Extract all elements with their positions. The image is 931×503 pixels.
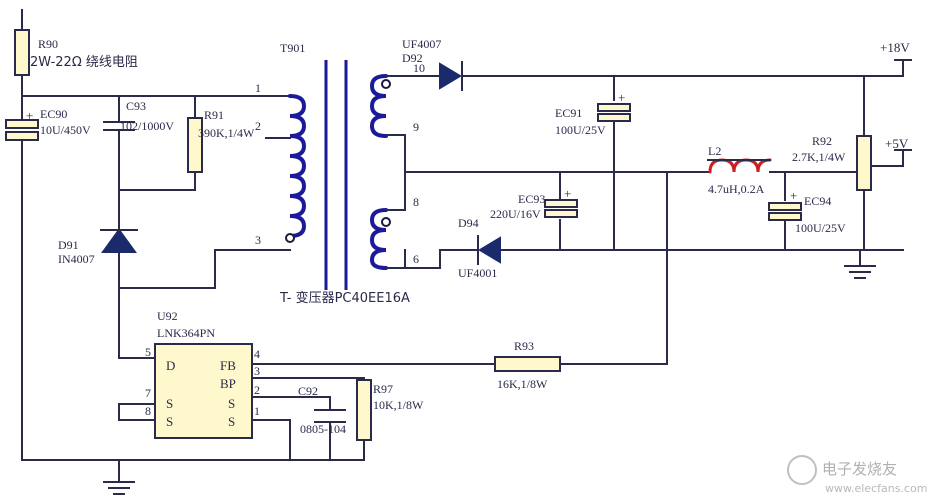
capacitor-ec94: + xyxy=(768,188,802,221)
t901-ref: T901 xyxy=(280,41,305,55)
u92-pin-5: 5 xyxy=(145,345,151,359)
capacitor-ec90: + xyxy=(5,108,39,141)
u92-name-s-left-1: S xyxy=(166,396,173,411)
u92-pin-7: 7 xyxy=(145,386,151,400)
d91-value: IN4007 xyxy=(58,252,95,266)
u92-pin-8: 8 xyxy=(145,404,151,418)
transformer-t901 xyxy=(285,60,406,290)
rail-18v-label: +18V xyxy=(880,40,910,55)
ec91-ref: EC91 xyxy=(555,106,582,120)
inductor-l2 xyxy=(707,158,772,174)
r93-ref: R93 xyxy=(514,339,534,353)
r90-ref: R90 xyxy=(38,37,58,51)
u92-name-d: D xyxy=(166,358,175,373)
l2-value: 4.7uH,0.2A xyxy=(708,182,765,196)
t-pin-1: 1 xyxy=(255,81,261,95)
u92-pin-4: 4 xyxy=(254,347,260,361)
t-pin-2: 2 xyxy=(255,119,261,133)
primary-dot-marker xyxy=(285,233,295,243)
t-pin-6: 6 xyxy=(413,252,419,266)
ec90-ref: EC90 xyxy=(40,107,67,121)
r91-ref: R91 xyxy=(204,108,224,122)
capacitor-c93 xyxy=(103,121,135,131)
ec94-value: 100U/25V xyxy=(795,221,846,235)
c92-ref: C92 xyxy=(298,384,318,398)
d91-ref: D91 xyxy=(58,238,79,252)
d92-value: UF4007 xyxy=(402,37,441,51)
resistor-r93 xyxy=(494,356,561,372)
capacitor-c92 xyxy=(314,409,346,423)
capacitor-ec93: + xyxy=(544,186,578,218)
r92-ref: R92 xyxy=(812,134,832,148)
u92-name-s-right-2: S xyxy=(228,414,235,429)
t-pin-3: 3 xyxy=(255,233,261,247)
ground-symbol-left xyxy=(103,481,135,495)
r91-value: 390K,1/4W xyxy=(198,126,255,140)
d92-ref: D92 xyxy=(402,51,423,65)
ec91-plus-mark: + xyxy=(618,90,625,105)
d94-ref: D94 xyxy=(458,216,479,230)
t-pin-8: 8 xyxy=(413,195,419,209)
ec93-plus-mark: + xyxy=(564,186,571,201)
c93-value: 102/1000V xyxy=(120,119,174,133)
resistor-r90 xyxy=(14,29,30,76)
ec93-value: 220U/16V xyxy=(490,207,541,221)
secondary-dot-marker-top xyxy=(381,79,391,89)
u92-pin-1: 1 xyxy=(254,404,260,418)
resistor-r97 xyxy=(356,379,372,441)
u92-name-fb: FB xyxy=(220,358,236,373)
watermark: 电子发烧友 www.elecfans.com xyxy=(787,455,927,495)
secondary-dot-marker-bottom xyxy=(381,217,391,227)
u92-name-bp: BP xyxy=(220,376,236,391)
r92-value: 2.7K,1/4W xyxy=(792,150,846,164)
r97-value: 10K,1/8W xyxy=(373,398,424,412)
u92-ref: U92 xyxy=(157,309,178,323)
c92-value: 0805-104 xyxy=(300,422,346,436)
resistor-r91 xyxy=(187,117,203,173)
c93-ref: C93 xyxy=(126,99,146,113)
ec94-plus-mark: + xyxy=(790,188,797,203)
watermark-logo-icon xyxy=(787,455,817,485)
t-pin-10: 10 xyxy=(413,61,425,75)
r90-value: 2W-22Ω 绕线电阻 xyxy=(30,55,138,70)
capacitor-ec91: + xyxy=(597,90,631,122)
watermark-text: 电子发烧友 xyxy=(822,460,897,478)
ic-u92-body xyxy=(154,343,253,439)
u92-name-s-left-2: S xyxy=(166,414,173,429)
ec90-value: 10U/450V xyxy=(40,123,91,137)
r97-ref: R97 xyxy=(373,382,393,396)
rail-5v-label: +5V xyxy=(885,136,909,151)
u92-pin-2: 2 xyxy=(254,383,260,397)
l2-ref: L2 xyxy=(708,144,721,158)
u92-name-s-right-1: S xyxy=(228,396,235,411)
d94-value: UF4001 xyxy=(458,266,497,280)
resistor-r92 xyxy=(856,135,872,191)
u92-value: LNK364PN xyxy=(157,326,215,340)
ec93-ref: EC93 xyxy=(518,192,545,206)
r93-value: 16K,1/8W xyxy=(497,377,548,391)
ec94-ref: EC94 xyxy=(804,194,831,208)
ground-symbol-right xyxy=(844,265,876,279)
t-pin-9: 9 xyxy=(413,120,419,134)
diode-d94 xyxy=(477,235,501,265)
diode-d91 xyxy=(100,228,138,253)
ec91-value: 100U/25V xyxy=(555,123,606,137)
t901-value: T- 变压器PC40EE16A xyxy=(279,290,410,306)
u92-pin-3: 3 xyxy=(254,364,260,378)
ec90-plus-mark: + xyxy=(26,108,33,123)
diode-d92 xyxy=(439,61,463,91)
wires xyxy=(21,9,904,483)
watermark-url: www.elecfans.com xyxy=(825,482,927,495)
